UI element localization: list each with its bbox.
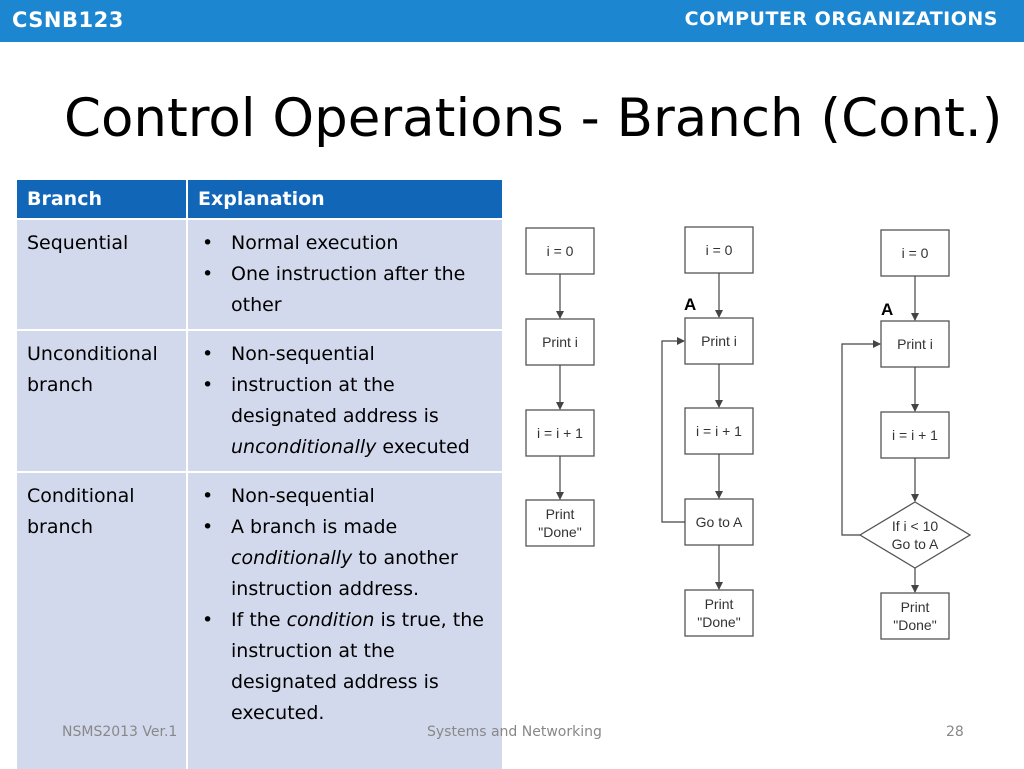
cond-label-a: A: [881, 300, 893, 319]
header-branch: Branch: [17, 180, 188, 219]
flowchart-layer: i = 0 Print i i = i + 1 Print"Done" i = 0 Pri…: [525, 226, 972, 640]
explanation-item: Normal execution: [198, 228, 492, 259]
unc-box-print-text: Print i: [701, 333, 737, 349]
footer-version: NSMS2013 Ver.1: [62, 724, 178, 740]
branch-table: Branch Explanation Sequential Normal exec…: [17, 180, 504, 769]
unc-box-init-text: i = 0: [706, 242, 733, 258]
cond-box-done: [880, 592, 950, 640]
branch-type-cell: Conditional branch: [17, 471, 188, 769]
unc-box-increment: [684, 407, 754, 455]
table-row: Sequential Normal executionOne instructio…: [17, 218, 504, 330]
explanation-cell: Non-sequentialinstruction at the designa…: [187, 329, 504, 472]
table-row: UnconditionalbranchNon-sequentialinstruc…: [17, 329, 504, 472]
unc-loop-arrow: [661, 337, 685, 523]
explanation-item: Non-sequential: [198, 339, 492, 370]
seq-box-increment: [525, 409, 595, 457]
unc-box-increment-text: i = i + 1: [696, 423, 742, 439]
explanation-list: Non-sequentialinstruction at the designa…: [198, 339, 492, 463]
branch-type-line: branch: [27, 374, 94, 396]
page-number: 28: [946, 724, 964, 740]
explanation-item: instruction at the designated address is…: [198, 370, 492, 463]
seq-box-print-text: Print i: [542, 334, 578, 350]
explanation-cell: Non-sequentialA branch is made condition…: [187, 471, 504, 769]
cond-box-print-text: Print i: [897, 336, 933, 352]
cond-diamond-decision: [858, 501, 972, 569]
cond-box-increment: [880, 411, 950, 459]
cond-box-done-text: Print"Done": [893, 599, 936, 633]
unc-box-init: [684, 226, 754, 274]
table-row: ConditionalbranchNon-sequentialA branch …: [17, 471, 504, 769]
text-suffix: executed: [376, 436, 470, 458]
branch-type-line: Sequential: [27, 232, 129, 254]
explanation-list: Non-sequentialA branch is made condition…: [198, 481, 492, 729]
text-prefix: If the: [231, 609, 287, 631]
text-suffix: to another instruction address.: [231, 547, 458, 600]
unc-box-done-text: Print"Done": [697, 596, 740, 630]
unc-box-goto-text: Go to A: [696, 514, 743, 530]
branch-type-cell: Sequential: [17, 218, 188, 330]
emphasis-text: unconditionally: [231, 436, 377, 458]
unc-box-done: [684, 589, 754, 637]
seq-box-done: [525, 499, 595, 547]
header-explanation: Explanation: [187, 180, 504, 219]
emphasis-text: condition: [286, 609, 375, 631]
table-body: Sequential Normal executionOne instructio…: [17, 218, 504, 769]
table-header-row: Branch Explanation: [17, 180, 504, 219]
branch-type-line: Unconditional: [27, 343, 158, 365]
seq-box-increment-text: i = i + 1: [537, 425, 583, 441]
course-code: CSNB123: [12, 8, 124, 32]
explanation-item: A branch is made conditionally to anothe…: [198, 512, 492, 605]
cond-loop-arrow: [841, 340, 881, 536]
emphasis-text: conditionally: [231, 547, 353, 569]
cond-box-init-text: i = 0: [902, 245, 929, 261]
seq-box-done-text: Print"Done": [538, 506, 581, 540]
text-suffix: is true, the instruction at the designat…: [231, 609, 484, 724]
seq-box-print: [525, 318, 595, 366]
branch-type-line: Conditional: [27, 485, 135, 507]
unc-box-print: [684, 317, 754, 365]
explanation-item: If the condition is true, the instructio…: [198, 605, 492, 729]
unc-label-a: A: [684, 295, 696, 314]
seq-box-init: [525, 227, 595, 275]
seq-box-init-text: i = 0: [547, 243, 574, 259]
explanation-item: One instruction after the other: [198, 259, 492, 321]
explanation-cell: Normal executionOne instruction after th…: [187, 218, 504, 330]
course-name: COMPUTER ORGANIZATIONS: [684, 8, 998, 30]
cond-box-increment-text: i = i + 1: [892, 427, 938, 443]
text-prefix: instruction at the designated address is: [231, 374, 439, 427]
cond-box-init: [880, 229, 950, 277]
text-prefix: A branch is made: [231, 516, 398, 538]
unc-box-goto: [684, 498, 754, 546]
explanation-list: Normal executionOne instruction after th…: [198, 228, 492, 321]
branch-type-line: branch: [27, 516, 94, 538]
header-bar: CSNB123 COMPUTER ORGANIZATIONS: [0, 0, 1024, 42]
cond-box-print: [880, 320, 950, 368]
footer-course: Systems and Networking: [427, 724, 602, 740]
explanation-item: Non-sequential: [198, 481, 492, 512]
branch-type-cell: Unconditional branch: [17, 329, 188, 472]
slide-title: Control Operations - Branch (Cont.): [64, 88, 1003, 149]
